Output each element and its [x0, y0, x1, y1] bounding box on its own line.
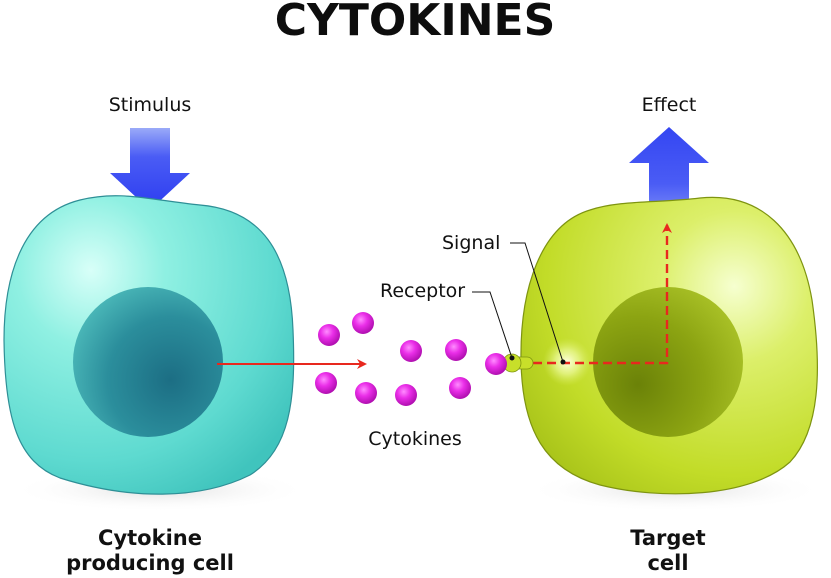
diagram-title: CYTOKINES: [275, 0, 556, 46]
cytokine-molecule: [485, 353, 507, 375]
signal-label: Signal: [442, 232, 500, 254]
receptor-label: Receptor: [380, 280, 465, 302]
signal-leader-dot: [560, 359, 566, 365]
target-cell-label-line1: Target: [630, 526, 705, 550]
cytokine-molecules: [315, 312, 507, 406]
target-cell-label-line2: cell: [647, 551, 688, 575]
stimulus-label: Stimulus: [109, 94, 192, 116]
cytokine-molecule: [400, 340, 422, 362]
effect-label: Effect: [642, 94, 697, 116]
stimulus-arrow-icon: [110, 128, 190, 210]
cytokine-molecule: [352, 312, 374, 334]
cytokine-molecule: [318, 324, 340, 346]
producing-cell-label-line1: Cytokine: [98, 526, 202, 550]
signal-leader-line: [510, 242, 564, 363]
producing-cell-label-line2: producing cell: [66, 551, 234, 575]
cytokine-molecule: [395, 384, 417, 406]
cytokine-molecule: [449, 377, 471, 399]
receptor-leader-dot: [509, 355, 515, 361]
cytokine-molecule: [315, 372, 337, 394]
cytokine-molecule: [445, 339, 467, 361]
cytokine-molecule: [355, 382, 377, 404]
receptor-leader-line: [472, 291, 513, 359]
signal-pathway-arrow: [533, 223, 672, 365]
cytokines-label: Cytokines: [368, 428, 462, 450]
effect-arrow-icon: [629, 127, 709, 208]
producing-cell-nucleus: [73, 287, 223, 437]
